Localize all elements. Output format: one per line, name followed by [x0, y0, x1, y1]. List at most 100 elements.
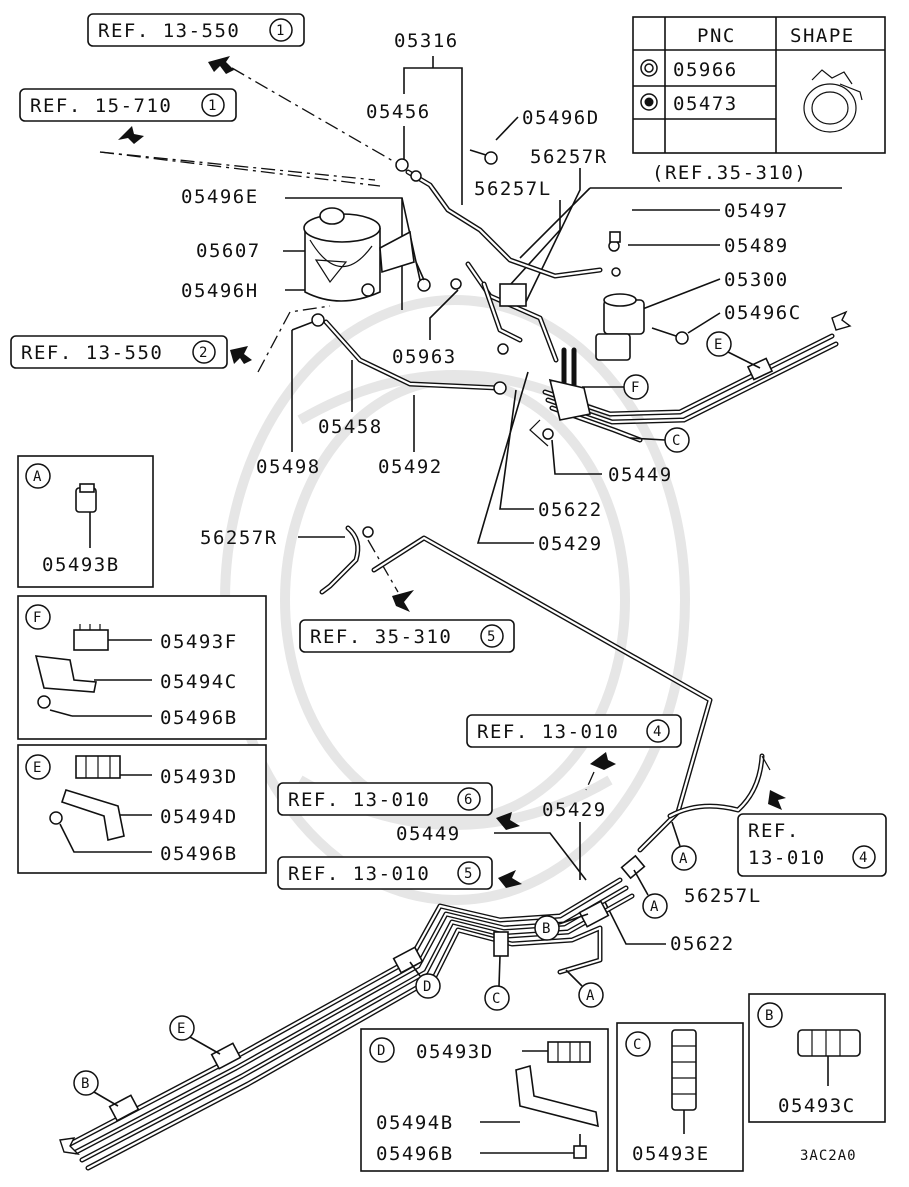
- label-05496E: 05496E: [181, 186, 259, 208]
- label-56257L: 56257L: [474, 178, 552, 200]
- ref-13-550-2[interactable]: REF. 13-550 2: [10, 335, 228, 369]
- label-05496H: 05496H: [181, 280, 259, 302]
- svg-text:5: 5: [487, 629, 496, 645]
- hose-clamp-icon: [803, 69, 863, 133]
- callout-A-2[interactable]: A: [633, 869, 668, 919]
- label-05496C: 05496C: [724, 302, 802, 324]
- callout-A-3[interactable]: A: [565, 969, 604, 1008]
- svg-text:05496B: 05496B: [376, 1143, 454, 1165]
- svg-text:05494B: 05494B: [376, 1112, 454, 1134]
- ref-13-010-6[interactable]: REF. 13-010 6: [277, 782, 493, 816]
- callout-B-mid[interactable]: B: [534, 913, 589, 941]
- callout-C-mid[interactable]: C: [484, 955, 510, 1011]
- svg-text:05493E: 05493E: [632, 1143, 710, 1165]
- callout-E-top[interactable]: E: [706, 331, 761, 369]
- svg-text:05493D: 05493D: [160, 766, 238, 788]
- label-05456: 05456: [366, 101, 431, 123]
- svg-text:F: F: [631, 380, 640, 396]
- svg-text:REF. 13-010: REF. 13-010: [477, 721, 619, 743]
- svg-text:E: E: [33, 760, 42, 776]
- label-05449: 05449: [608, 464, 673, 486]
- ref-15-710-1[interactable]: REF. 15-710 1: [19, 88, 237, 122]
- bracket-05316: [403, 67, 463, 74]
- inset-F: F 05493F 05494C 05496B: [17, 595, 267, 740]
- hose-56257L-mid: [667, 753, 786, 819]
- svg-text:B: B: [81, 1076, 90, 1092]
- ref-13-550-1[interactable]: REF. 13-550 1: [87, 13, 305, 47]
- svg-text:A: A: [650, 899, 659, 915]
- label-05300: 05300: [724, 269, 789, 291]
- table-pnc-05473: 05473: [673, 93, 738, 115]
- ref-arrows-top: [99, 56, 401, 373]
- callout-C-top[interactable]: C: [629, 427, 690, 453]
- inset-B: B 05493C: [748, 993, 886, 1123]
- svg-text:REF. 13-550: REF. 13-550: [98, 20, 240, 42]
- label-05489: 05489: [724, 235, 789, 257]
- svg-text:REF.: REF.: [748, 820, 800, 842]
- svg-text:5: 5: [464, 866, 473, 882]
- callout-A-1[interactable]: A: [671, 821, 697, 871]
- clip-05493B-icon: [75, 483, 97, 513]
- label-56257L-mid: 56257L: [684, 885, 762, 907]
- svg-text:D: D: [377, 1043, 386, 1059]
- svg-text:D: D: [423, 979, 432, 995]
- table-pnc-05966: 05966: [673, 59, 738, 81]
- svg-text:REF. 15-710: REF. 15-710: [30, 95, 172, 117]
- canister: [303, 207, 415, 302]
- svg-text:REF. 13-550: REF. 13-550: [21, 342, 163, 364]
- svg-text:05496B: 05496B: [160, 843, 238, 865]
- svg-text:C: C: [672, 433, 681, 449]
- bolts-canister: [361, 149, 498, 297]
- svg-text:C: C: [492, 991, 501, 1007]
- svg-text:B: B: [765, 1008, 774, 1024]
- svg-text:REF. 35-310: REF. 35-310: [310, 626, 452, 648]
- shape-table: PNC SHAPE 05966 05473: [632, 16, 886, 154]
- svg-text:F: F: [33, 610, 42, 626]
- label-05622-mid: 05622: [670, 933, 735, 955]
- label-05316: 05316: [394, 30, 459, 52]
- ref-arrow-13-010-4a: [585, 752, 616, 791]
- label-05498: 05498: [256, 456, 321, 478]
- svg-text:A: A: [679, 851, 688, 867]
- ref-35-310-paren[interactable]: (REF.35-310): [652, 162, 807, 184]
- svg-text:05496B: 05496B: [160, 707, 238, 729]
- ref-35-310-5[interactable]: REF. 35-310 5: [299, 619, 515, 653]
- callout-F-top[interactable]: F: [582, 374, 649, 400]
- ref-13-010-5[interactable]: REF. 13-010 5: [277, 856, 493, 890]
- clips-top: [311, 158, 527, 395]
- svg-text:05494C: 05494C: [160, 671, 238, 693]
- ref-13-010-4a[interactable]: REF. 13-010 4: [466, 714, 682, 748]
- svg-text:1: 1: [208, 98, 217, 114]
- svg-text:REF. 13-010: REF. 13-010: [288, 789, 430, 811]
- svg-text:1: 1: [276, 23, 285, 39]
- label-05622: 05622: [538, 499, 603, 521]
- main-long-pipe: [371, 535, 713, 853]
- inset-C: C 05493E: [616, 1022, 744, 1172]
- label-05458: 05458: [318, 416, 383, 438]
- diagram-code: 3AC2A0: [800, 1148, 857, 1164]
- ref-arrow-13-010-5: [498, 870, 522, 888]
- label-56257R: 56257R: [530, 146, 608, 168]
- label-05429-mid: 05429: [542, 799, 607, 821]
- inset-E: E 05493D 05494D 05496B: [17, 744, 267, 874]
- label-05607: 05607: [196, 240, 261, 262]
- label-05429: 05429: [538, 533, 603, 555]
- hose-lines-top: [323, 169, 603, 391]
- double-circle-icon: [640, 59, 658, 77]
- ref-13-010-4b[interactable]: REF. 13-010 4: [737, 813, 887, 877]
- svg-text:13-010: 13-010: [748, 847, 826, 869]
- callout-D[interactable]: D: [409, 961, 441, 999]
- svg-text:05493F: 05493F: [160, 631, 238, 653]
- svg-text:6: 6: [464, 792, 473, 808]
- hose-56257R-mid: [319, 525, 414, 612]
- label-05496D: 05496D: [522, 107, 600, 129]
- inset-A: A 05493B: [17, 455, 154, 588]
- callout-B-bottom[interactable]: B: [73, 1070, 119, 1107]
- svg-text:A: A: [33, 469, 42, 485]
- solenoid-valve: [595, 231, 689, 361]
- svg-text:A: A: [586, 988, 595, 1004]
- filled-circle-icon: [640, 93, 658, 111]
- svg-text:4: 4: [859, 850, 868, 866]
- callout-E-bottom[interactable]: E: [169, 1015, 221, 1055]
